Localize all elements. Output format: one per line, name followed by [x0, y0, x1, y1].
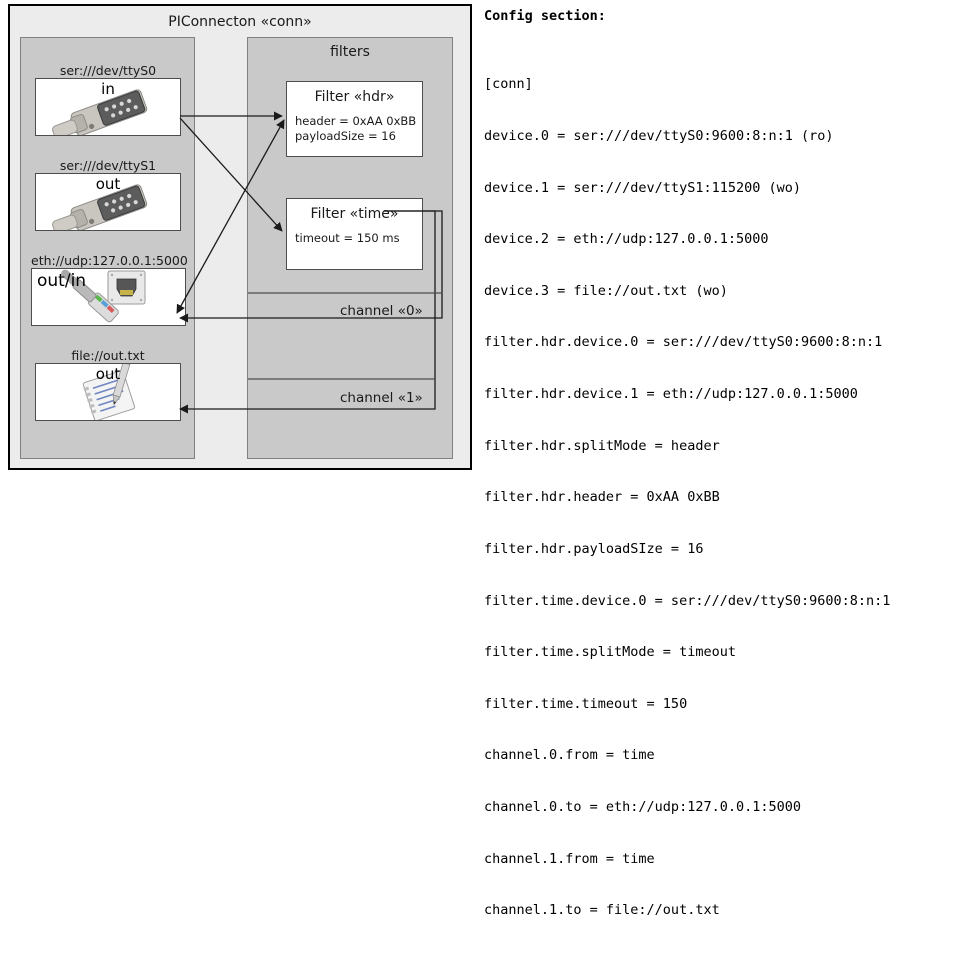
filter-time-properties: timeout = 150 ms [287, 231, 422, 246]
filter-time-prop-timeout: timeout = 150 ms [295, 231, 400, 245]
channel-0-label: channel «0» [340, 303, 423, 319]
config-line: filter.time.device.0 = ser:///dev/ttyS0:… [484, 592, 891, 609]
device-file-direction: out [95, 365, 121, 383]
config-line: device.0 = ser:///dev/ttyS0:9600:8:n:1 (… [484, 128, 834, 145]
device-file[interactable]: file://out.txt out [35, 348, 181, 421]
filter-time-title: Filter «time» [310, 206, 399, 222]
config-line: channel.1.from = time [484, 850, 655, 867]
device-ttyS1-direction: out [95, 175, 121, 193]
filter-hdr-title: Filter «hdr» [314, 89, 395, 105]
device-eth-caption: eth://udp:127.0.0.1:5000 [31, 253, 188, 268]
filter-hdr-prop-payloadsize: payloadSize = 16 [295, 129, 396, 143]
channel-1-label: channel «1» [340, 390, 423, 406]
device-ttyS1-caption: ser:///dev/ttyS1 [59, 158, 157, 173]
device-ttyS0-direction: in [101, 80, 115, 98]
filter-hdr-box[interactable]: Filter «hdr» header = 0xAA 0xBB payloadS… [286, 81, 423, 157]
config-line: filter.hdr.header = 0xAA 0xBB [484, 489, 720, 506]
config-line: filter.hdr.device.1 = eth://udp:127.0.0.… [484, 386, 858, 403]
config-line: device.2 = eth://udp:127.0.0.1:5000 [484, 231, 769, 248]
device-file-caption: file://out.txt [71, 348, 145, 363]
diagram-title: PIConnecton «conn» [168, 14, 312, 30]
filters-panel: filters Filter «hdr» header = 0xAA 0xBB … [247, 37, 453, 459]
config-line: filter.hdr.device.0 = ser:///dev/ttyS0:9… [484, 334, 883, 351]
ethernet-jack-icon [61, 269, 146, 323]
config-line: filter.time.timeout = 150 [484, 695, 688, 712]
notepad-pen-icon [82, 364, 136, 420]
devices-panel: ser:///dev/ttyS0 in [20, 37, 195, 459]
config-line: device.3 = file://out.txt (wo) [484, 282, 728, 299]
device-ttyS1-box[interactable]: out [35, 173, 181, 231]
device-ttyS1[interactable]: ser:///dev/ttyS1 out [35, 158, 181, 231]
config-line: channel.0.to = eth://udp:127.0.0.1:5000 [484, 798, 801, 815]
connection-diagram: PIConnecton «conn» ser:///dev/ttyS0 in [8, 4, 472, 470]
device-eth-direction: out/in [37, 271, 87, 291]
filter-time-box[interactable]: Filter «time» timeout = 150 ms [286, 198, 423, 270]
device-ttyS0[interactable]: ser:///dev/ttyS0 in [35, 63, 181, 136]
config-lines: [conn] device.0 = ser:///dev/ttyS0:9600:… [484, 42, 890, 954]
config-line: device.1 = ser:///dev/ttyS1:115200 (wo) [484, 179, 801, 196]
device-ttyS0-box[interactable]: in [35, 78, 181, 136]
serial-port-icon [52, 89, 148, 135]
device-file-box[interactable]: out [35, 363, 181, 421]
config-section: Config section: [conn] device.0 = ser://… [482, 0, 960, 918]
device-ttyS0-caption: ser:///dev/ttyS0 [59, 63, 157, 78]
config-line: [conn] [484, 76, 533, 93]
config-line: channel.0.from = time [484, 747, 655, 764]
filters-panel-title: filters [330, 44, 370, 60]
serial-port-icon [52, 184, 148, 230]
config-line: channel.1.to = file://out.txt [484, 902, 720, 919]
config-line: filter.time.splitMode = timeout [484, 644, 736, 661]
filter-hdr-prop-header: header = 0xAA 0xBB [295, 114, 417, 128]
filter-hdr-properties: header = 0xAA 0xBB payloadSize = 16 [287, 114, 422, 144]
config-line: filter.hdr.splitMode = header [484, 437, 720, 454]
config-heading: Config section: [484, 8, 606, 24]
device-eth[interactable]: eth://udp:127.0.0.1:5000 out/in [31, 253, 188, 326]
device-eth-box[interactable]: out/in [31, 268, 186, 326]
config-line: filter.hdr.payloadSIze = 16 [484, 540, 704, 557]
